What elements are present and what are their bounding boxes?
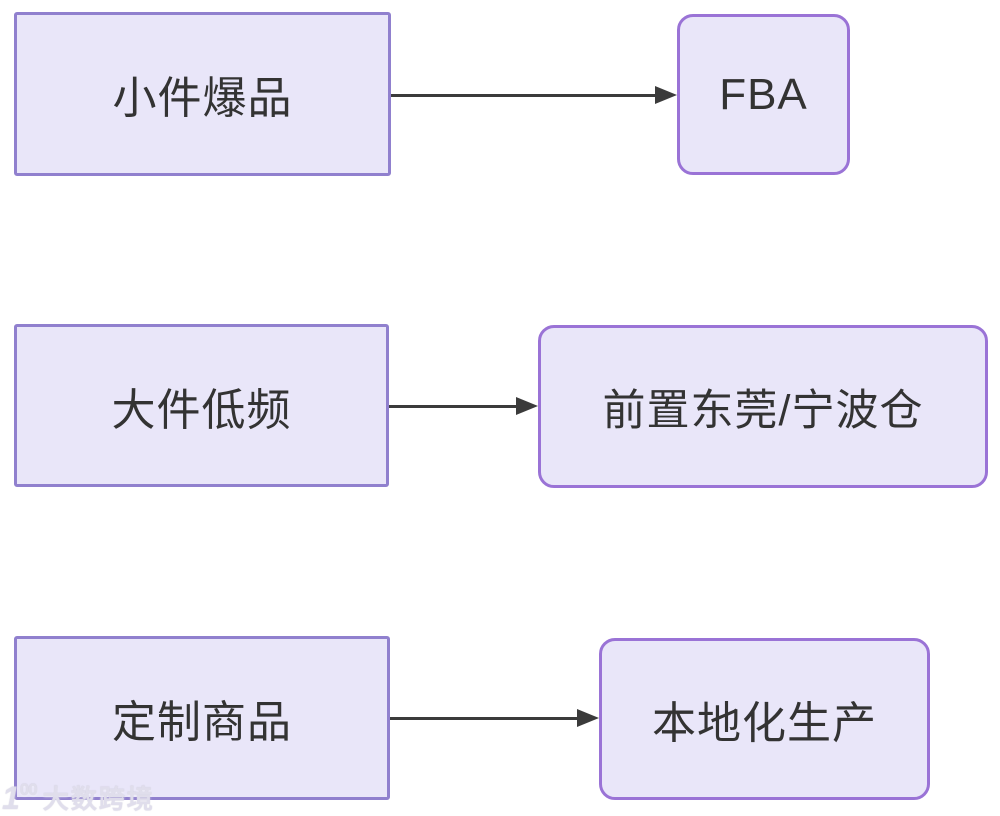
flow-node-fba: FBA xyxy=(677,14,850,175)
flow-node-label: 大件低频 xyxy=(111,385,292,435)
flow-node-label: 本地化生产 xyxy=(652,699,877,748)
flow-node-custom-products: 定制商品 xyxy=(14,636,390,800)
connector-arrow-row3 xyxy=(390,708,599,728)
connector-arrow-row2 xyxy=(389,396,538,416)
flow-node-label: 定制商品 xyxy=(112,698,292,747)
flow-node-label: 小件爆品 xyxy=(112,74,293,123)
flow-node-label: FBA xyxy=(719,69,808,119)
flow-node-dongguan-ningbo-warehouse: 前置东莞/宁波仓 xyxy=(538,325,988,488)
flow-node-bulky-low-frequency: 大件低频 xyxy=(14,324,389,487)
flow-node-localized-production: 本地化生产 xyxy=(599,638,930,800)
flow-node-small-hot-items: 小件爆品 xyxy=(14,12,391,176)
flow-node-label: 前置东莞/宁波仓 xyxy=(602,386,924,435)
connector-arrow-row1 xyxy=(391,85,677,105)
